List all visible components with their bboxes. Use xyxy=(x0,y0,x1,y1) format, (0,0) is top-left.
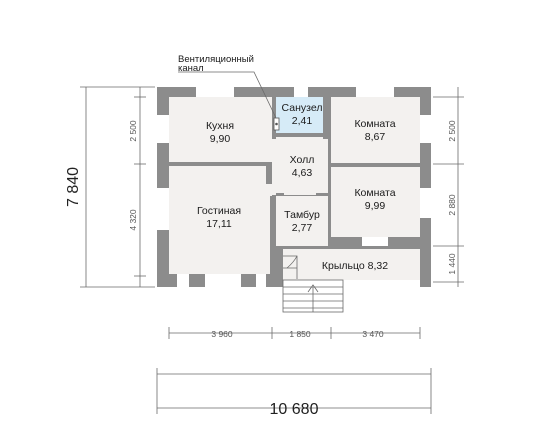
dim-bottom-left: 3 960 xyxy=(211,329,233,339)
dim-left-total: 7 840 xyxy=(65,167,82,207)
room-bottom-area: 9,99 xyxy=(365,200,386,212)
dim-right-middle: 2 880 xyxy=(447,194,457,216)
room-top-area: 8,67 xyxy=(365,131,386,143)
room-top-name: Комната xyxy=(354,118,395,130)
left-dimension xyxy=(80,86,155,288)
wall-kitchen-living-b xyxy=(226,162,272,166)
room-kitchen-area: 9,90 xyxy=(210,133,231,145)
room-bathroom-name: Санузел xyxy=(282,102,323,114)
floor-bathroom xyxy=(276,97,323,133)
wall-vest-porch xyxy=(276,246,420,249)
wall-bath-hall-2 xyxy=(310,133,323,137)
window-bottom-left xyxy=(177,274,189,287)
room-living-area: 17,11 xyxy=(206,218,232,230)
dim-left-lower: 4 320 xyxy=(128,209,138,231)
wall-hall-room xyxy=(328,137,331,237)
window-right-bottom xyxy=(420,188,431,218)
room-vestibule-name: Тамбур xyxy=(284,209,320,221)
wall-vest-top xyxy=(276,193,284,196)
wall-room-divider-a xyxy=(331,163,341,167)
dim-bottom-total: 10 680 xyxy=(270,401,319,418)
annotation-leader xyxy=(178,71,277,119)
dim-right-lower: 1 440 xyxy=(447,253,457,275)
porch-right-post xyxy=(420,249,431,287)
wall-bath-room xyxy=(323,97,331,139)
bottom-dimension xyxy=(156,327,432,414)
vent-channel-dot xyxy=(275,122,278,126)
room-hall-name: Холл xyxy=(290,154,315,166)
dim-left-upper: 2 500 xyxy=(128,120,138,142)
porch-door-arc xyxy=(286,255,298,269)
window-left-living xyxy=(157,188,169,230)
wall-kitchen-living-a xyxy=(169,162,191,166)
floor-living xyxy=(169,166,272,274)
wall-living-vest xyxy=(270,196,276,280)
room-living-name: Гостиная xyxy=(197,205,241,217)
window-room-bottom xyxy=(362,237,388,246)
floor-room-bottom xyxy=(331,167,420,237)
wall-bath-hall xyxy=(276,133,296,137)
room-hall-area: 4,63 xyxy=(292,167,313,179)
dim-right-upper: 2 500 xyxy=(447,120,457,142)
wall-room-divider-b xyxy=(371,163,420,167)
floor-porch xyxy=(283,249,420,280)
window-left-kitchen xyxy=(157,115,169,143)
porch-frame xyxy=(283,255,298,279)
window-bottom-living xyxy=(205,274,241,287)
room-vestibule-area: 2,77 xyxy=(292,222,313,234)
window-kitchen-top xyxy=(196,87,234,97)
annotation-line2: канал xyxy=(178,63,204,74)
porch-label: Крыльцо 8,32 xyxy=(322,260,388,272)
window-room-top xyxy=(356,87,394,97)
floor-kitchen xyxy=(169,97,272,162)
room-bathroom-area: 2,41 xyxy=(292,115,313,127)
floor-room-top xyxy=(331,97,420,163)
porch-steps xyxy=(282,279,344,313)
dim-bottom-middle: 1 850 xyxy=(289,329,311,339)
window-bath-top xyxy=(294,87,308,97)
room-bottom-name: Комната xyxy=(354,187,395,199)
wall-living-hall xyxy=(266,166,272,184)
window-bottom-vest xyxy=(256,274,266,287)
wall-vest-top-b xyxy=(316,193,328,196)
right-dimension xyxy=(433,87,464,287)
window-right-top xyxy=(420,115,431,143)
floor-hall xyxy=(270,137,328,195)
floor-vestibule xyxy=(276,196,328,246)
porch-open-edge xyxy=(283,280,431,287)
dim-bottom-right: 3 470 xyxy=(362,329,384,339)
annotation-line1: Вентиляционный xyxy=(178,54,254,65)
room-kitchen-name: Кухня xyxy=(206,120,234,132)
